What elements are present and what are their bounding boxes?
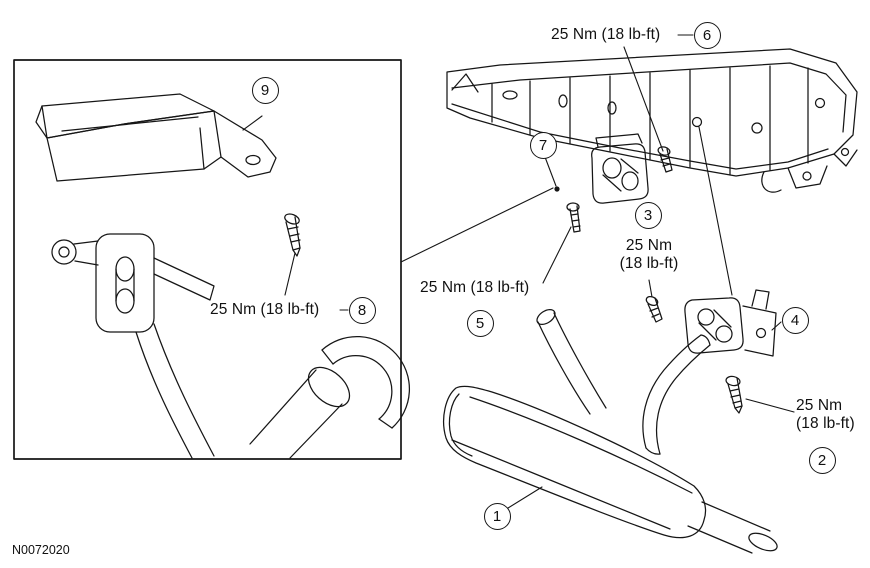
callout-6-beam-bolt: 6 [693, 21, 721, 49]
callout-7-center-insulator: 7 [529, 131, 557, 159]
torque-label-3-line2: (18 lb-ft) [619, 255, 679, 272]
torque-label-3: 25 Nm (18 lb-ft) [607, 237, 691, 273]
center-stud-art [566, 202, 581, 233]
torque-label-2-line2: (18 lb-ft) [796, 415, 855, 432]
torque-label-2-line1: 25 Nm [796, 397, 843, 414]
lower-bolt-art [725, 375, 743, 414]
center-insulator-art [591, 133, 649, 204]
callout-2-lower-bolt: 2 [808, 446, 836, 474]
inset-bolt-art [284, 213, 301, 257]
callout-1-muffler: 1 [483, 502, 511, 530]
callout-number: 5 [475, 314, 485, 332]
callout-number: 2 [817, 451, 827, 469]
reference-dot [554, 186, 560, 192]
callout-4-right-hanger: 4 [781, 306, 809, 334]
callout-number: 3 [643, 206, 653, 224]
inset-pipe-art [249, 336, 410, 459]
right-hanger-bolt-art [645, 295, 663, 323]
callout-number: 9 [260, 81, 270, 99]
callout-8-inset-bolt: 8 [348, 296, 376, 324]
beam-bolt-art [657, 146, 673, 173]
leader-lines [242, 34, 795, 509]
inset-bracket-art [35, 93, 277, 182]
torque-label-3-line1: 25 Nm [625, 237, 673, 254]
inset-hanger-art [51, 233, 215, 459]
torque-label-8: 25 Nm (18 lb-ft) [210, 301, 320, 318]
callout-number: 1 [492, 507, 502, 525]
right-hanger-art [684, 289, 777, 357]
figure-code: N0072020 [12, 543, 70, 557]
callout-number: 4 [790, 311, 800, 329]
callout-number: 7 [538, 136, 548, 154]
callout-3-hanger-bolt: 3 [634, 201, 662, 229]
torque-label-5: 25 Nm (18 lb-ft) [420, 279, 530, 296]
torque-label-6: 25 Nm (18 lb-ft) [551, 26, 661, 43]
callout-number: 6 [702, 26, 712, 44]
inset-detail-box [13, 59, 402, 460]
callout-number: 8 [357, 301, 367, 319]
callout-9-inset-bracket: 9 [251, 76, 279, 104]
callout-5-center-stud: 5 [466, 309, 494, 337]
torque-label-2: 25 Nm (18 lb-ft) [796, 397, 855, 433]
muffler-art [443, 308, 778, 554]
